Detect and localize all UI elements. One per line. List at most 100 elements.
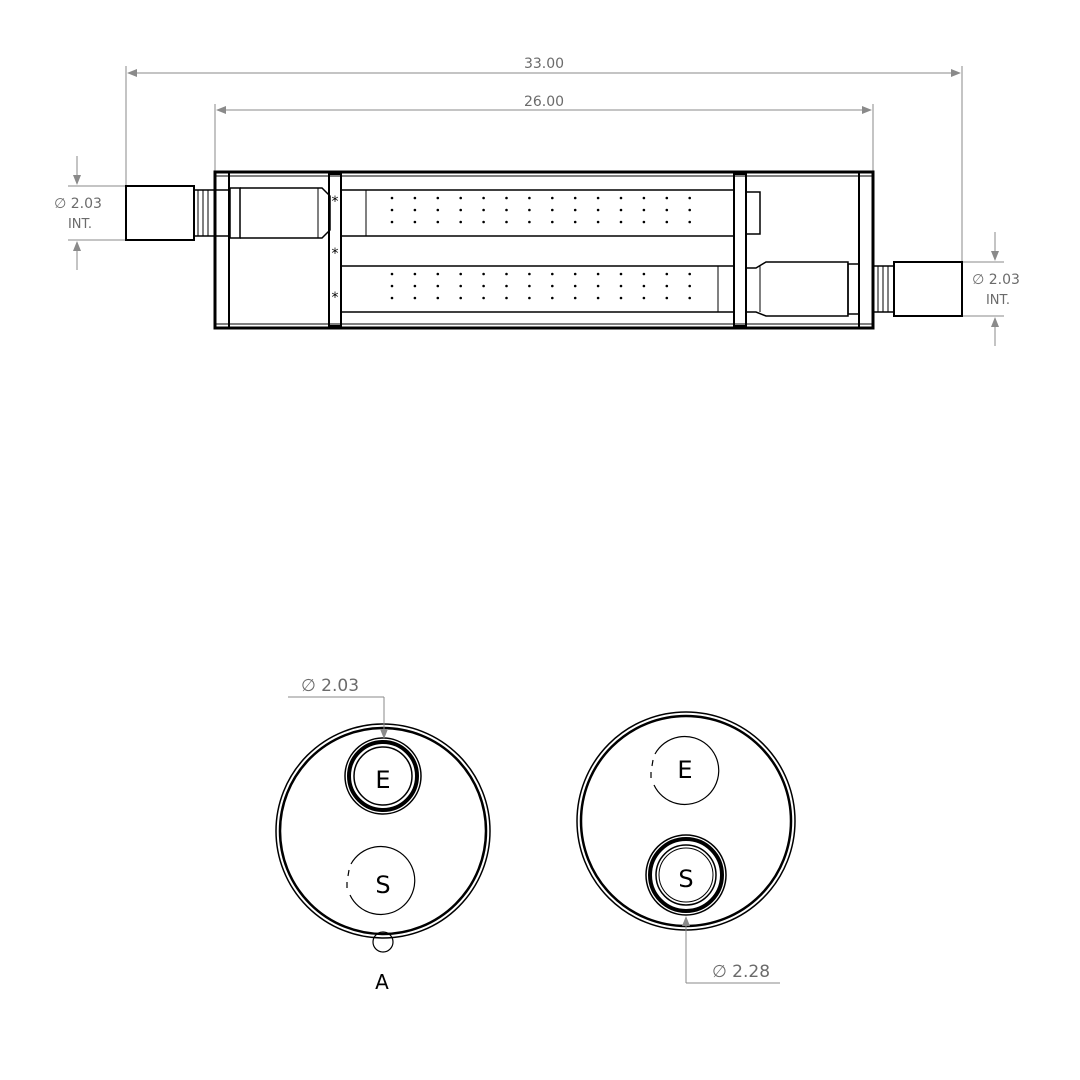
perforation-hole bbox=[596, 296, 600, 300]
perforation-hole bbox=[413, 196, 417, 200]
end-view-inlet: E S A ∅ 2.03 bbox=[275, 676, 491, 994]
perforation-hole bbox=[528, 220, 531, 224]
perforation-hole bbox=[573, 296, 577, 300]
perforation-hole bbox=[505, 196, 508, 200]
perforation-hole bbox=[459, 196, 463, 200]
perforation-hole bbox=[528, 272, 531, 276]
perforation-hole bbox=[482, 208, 485, 212]
perforation-hole bbox=[505, 284, 508, 288]
perforation-hole bbox=[688, 296, 691, 300]
perforation-hole bbox=[390, 284, 394, 288]
perforation-hole bbox=[436, 284, 440, 288]
perforation-hole bbox=[688, 220, 691, 224]
perforation-hole bbox=[482, 220, 485, 224]
perforation-hole bbox=[459, 296, 463, 300]
perforation-hole bbox=[642, 196, 646, 200]
perforation-hole bbox=[551, 196, 554, 200]
perforation-hole bbox=[573, 196, 577, 200]
perforation-hole bbox=[482, 272, 485, 276]
inlet-int-label: INT. bbox=[68, 217, 92, 232]
perforation-hole bbox=[665, 220, 669, 224]
body-length-label: 26.00 bbox=[524, 94, 564, 110]
perforation-hole bbox=[390, 196, 394, 200]
left-end-diameter-label: ∅ 2.03 bbox=[301, 676, 359, 696]
overall-length-label: 33.00 bbox=[524, 56, 564, 72]
perforation-hole bbox=[619, 272, 623, 276]
perforation-hole bbox=[596, 284, 600, 288]
perforation-hole bbox=[528, 296, 531, 300]
perforation-hole bbox=[596, 196, 600, 200]
perforation-hole bbox=[573, 208, 577, 212]
perforation-hole bbox=[528, 196, 531, 200]
perforation-hole bbox=[459, 272, 463, 276]
perforation-hole bbox=[459, 220, 463, 224]
perforation-hole bbox=[413, 272, 417, 276]
perforation-hole bbox=[619, 196, 623, 200]
perforation-hole bbox=[551, 296, 554, 300]
svg-text:*: * bbox=[332, 290, 339, 306]
perforation-hole bbox=[596, 220, 600, 224]
perforation-hole bbox=[390, 272, 394, 276]
perforation-hole bbox=[642, 296, 646, 300]
inlet-diameter-label: ∅ 2.03 bbox=[54, 196, 102, 212]
svg-text:*: * bbox=[332, 194, 339, 210]
perforation-hole bbox=[436, 272, 440, 276]
perforation-hole bbox=[436, 196, 440, 200]
perforation-hole bbox=[665, 272, 669, 276]
perforation-hole bbox=[688, 272, 691, 276]
muffler-side-view: * * * bbox=[125, 170, 963, 330]
perforation-hole bbox=[642, 272, 646, 276]
perforation-hole bbox=[459, 208, 463, 212]
perforation-hole bbox=[482, 196, 485, 200]
perforation-holes bbox=[390, 196, 691, 300]
perforation-hole bbox=[665, 284, 669, 288]
perforation-hole bbox=[573, 272, 577, 276]
outlet-diameter-dimension: ∅ 2.03 INT. bbox=[962, 232, 1020, 346]
perforation-hole bbox=[551, 284, 554, 288]
perforation-hole bbox=[551, 220, 554, 224]
perforation-hole bbox=[390, 208, 394, 212]
perforation-hole bbox=[436, 208, 440, 212]
end-view-outlet: E S ∅ 2.28 bbox=[576, 711, 796, 984]
perforation-hole bbox=[619, 284, 623, 288]
perforation-hole bbox=[528, 284, 531, 288]
perforation-hole bbox=[505, 220, 508, 224]
perforation-hole bbox=[505, 272, 508, 276]
perforation-hole bbox=[505, 296, 508, 300]
perforation-hole bbox=[482, 296, 485, 300]
body-length-dimension: 26.00 bbox=[214, 94, 874, 172]
weld-marks: * * * bbox=[332, 194, 339, 306]
right-port-s-label: S bbox=[678, 865, 693, 893]
perforation-hole bbox=[573, 284, 577, 288]
perforation-hole bbox=[665, 296, 669, 300]
right-end-diameter-label: ∅ 2.28 bbox=[712, 962, 770, 982]
perforation-hole bbox=[436, 220, 440, 224]
inlet-diameter-dimension: ∅ 2.03 INT. bbox=[54, 156, 126, 270]
perforation-hole bbox=[596, 272, 600, 276]
perforation-hole bbox=[413, 220, 417, 224]
perforation-hole bbox=[413, 208, 417, 212]
perforation-hole bbox=[688, 284, 691, 288]
overall-length-dimension: 33.00 bbox=[125, 56, 963, 262]
perforation-hole bbox=[688, 208, 691, 212]
detail-a-label: A bbox=[375, 970, 389, 994]
perforation-hole bbox=[688, 196, 691, 200]
perforation-hole bbox=[413, 296, 417, 300]
perforation-hole bbox=[505, 208, 508, 212]
perforation-hole bbox=[482, 284, 485, 288]
left-port-s-label: S bbox=[375, 871, 390, 899]
outlet-diameter-label: ∅ 2.03 bbox=[972, 272, 1020, 288]
perforation-hole bbox=[642, 220, 646, 224]
right-port-e-label: E bbox=[677, 756, 692, 784]
perforation-hole bbox=[642, 208, 646, 212]
perforation-hole bbox=[619, 296, 623, 300]
outlet-int-label: INT. bbox=[986, 293, 1010, 308]
perforation-hole bbox=[642, 284, 646, 288]
perforation-hole bbox=[665, 208, 669, 212]
svg-text:*: * bbox=[332, 246, 339, 262]
perforation-hole bbox=[528, 208, 531, 212]
perforation-hole bbox=[390, 296, 394, 300]
perforation-hole bbox=[551, 208, 554, 212]
perforation-hole bbox=[551, 272, 554, 276]
